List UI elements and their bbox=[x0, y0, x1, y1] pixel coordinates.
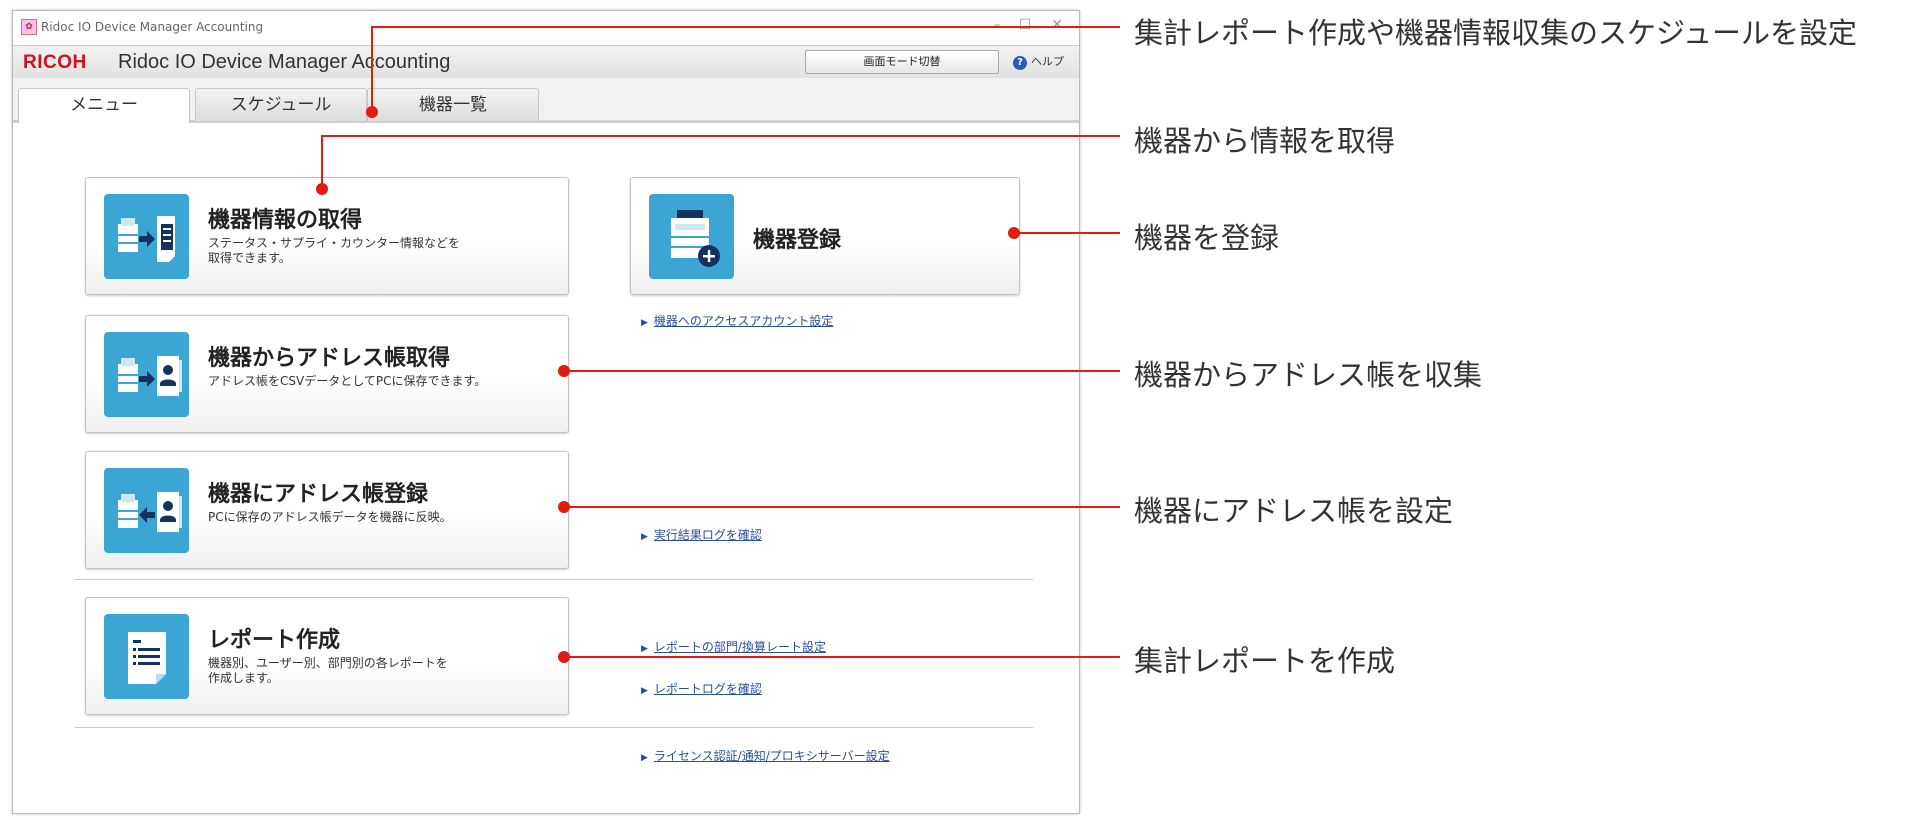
annotation-report: 集計レポートを作成 bbox=[1134, 644, 1396, 678]
mode-switch-button[interactable]: 画面モード切替 bbox=[805, 50, 999, 74]
addressbook-to-device-icon bbox=[104, 468, 189, 553]
report-log-link[interactable]: ▶ レポートログを確認 bbox=[641, 680, 762, 697]
device-to-sheet-icon bbox=[104, 194, 189, 279]
annotation-set-address: 機器にアドレス帳を設定 bbox=[1134, 494, 1454, 528]
card-description: PCに保存のアドレス帳データを機器に反映。 bbox=[208, 510, 452, 524]
annotation-register: 機器を登録 bbox=[1134, 221, 1280, 255]
card-title: 機器登録 bbox=[753, 228, 842, 253]
tab-device-list[interactable]: 機器一覧 bbox=[367, 88, 539, 121]
report-document-icon bbox=[104, 614, 189, 699]
callout-dot bbox=[366, 106, 378, 118]
annotation-get-address: 機器からアドレス帳を収集 bbox=[1134, 358, 1483, 392]
card-description: ステータス・サプライ・カウンター情報などを 取得できます。 bbox=[208, 236, 461, 265]
get-address-book-card[interactable]: 機器からアドレス帳取得 アドレス帳をCSVデータとしてPCに保存できます。 bbox=[85, 315, 569, 433]
callout-line bbox=[321, 135, 323, 189]
arrow-right-icon: ▶ bbox=[641, 753, 648, 763]
close-button[interactable]: ✕ bbox=[1051, 17, 1063, 33]
callout-line bbox=[1014, 232, 1120, 234]
tab-menu[interactable]: メニュー bbox=[18, 88, 190, 123]
window-title: Ridoc IO Device Manager Accounting bbox=[41, 20, 264, 34]
section-divider bbox=[75, 727, 1033, 728]
maximize-button[interactable]: ☐ bbox=[1018, 17, 1032, 33]
link-label: レポートログを確認 bbox=[653, 682, 762, 696]
help-icon: ? bbox=[1013, 56, 1027, 70]
arrow-right-icon: ▶ bbox=[641, 318, 648, 328]
help-link[interactable]: ? ヘルプ bbox=[1013, 53, 1064, 70]
callout-line bbox=[322, 135, 1120, 137]
annotation-schedule: 集計レポート作成や機器情報収集のスケジュールを設定 bbox=[1134, 16, 1857, 50]
card-description: 機器別、ユーザー別、部門別の各レポートを 作成します。 bbox=[208, 656, 448, 685]
callout-dot bbox=[558, 365, 570, 377]
callout-line bbox=[371, 26, 373, 112]
arrow-right-icon: ▶ bbox=[641, 644, 648, 654]
get-device-info-card[interactable]: 機器情報の取得 ステータス・サプライ・カウンター情報などを 取得できます。 bbox=[85, 177, 569, 295]
tab-bar: メニュー スケジュール 機器一覧 bbox=[13, 78, 1079, 123]
create-report-card[interactable]: レポート作成 機器別、ユーザー別、部門別の各レポートを 作成します。 bbox=[85, 597, 569, 715]
arrow-right-icon: ▶ bbox=[641, 532, 648, 542]
department-rate-link[interactable]: ▶ レポートの部門/換算レート設定 bbox=[641, 638, 826, 655]
link-label: 実行結果ログを確認 bbox=[653, 528, 762, 542]
card-title: 機器にアドレス帳登録 bbox=[208, 482, 429, 507]
card-title: 機器からアドレス帳取得 bbox=[208, 346, 451, 371]
device-add-icon bbox=[649, 194, 734, 279]
register-device-card[interactable]: 機器登録 bbox=[630, 177, 1020, 295]
execution-log-link[interactable]: ▶ 実行結果ログを確認 bbox=[641, 526, 762, 543]
section-divider bbox=[75, 579, 1033, 580]
callout-line bbox=[372, 26, 1120, 28]
link-label: レポートの部門/換算レート設定 bbox=[653, 640, 826, 654]
app-header: RICOH Ridoc IO Device Manager Accounting… bbox=[13, 45, 1079, 79]
license-proxy-link[interactable]: ▶ ライセンス認証/通知/プロキシサーバー設定 bbox=[641, 747, 890, 764]
annotation-get-info: 機器から情報を取得 bbox=[1134, 124, 1396, 158]
card-title: 機器情報の取得 bbox=[208, 208, 363, 233]
callout-dot bbox=[316, 183, 328, 195]
tab-schedule[interactable]: スケジュール bbox=[195, 88, 367, 121]
minimize-button[interactable]: – bbox=[993, 17, 1001, 33]
link-label: ライセンス認証/通知/プロキシサーバー設定 bbox=[653, 749, 890, 763]
callout-dot bbox=[558, 501, 570, 513]
access-account-link[interactable]: ▶ 機器へのアクセスアカウント設定 bbox=[641, 312, 833, 329]
callout-dot bbox=[1008, 227, 1020, 239]
callout-line bbox=[564, 656, 1120, 658]
device-to-addressbook-icon bbox=[104, 332, 189, 417]
callout-dot bbox=[558, 651, 570, 663]
help-label: ヘルプ bbox=[1031, 55, 1064, 68]
ricoh-logo: RICOH bbox=[23, 52, 87, 73]
arrow-right-icon: ▶ bbox=[641, 686, 648, 696]
app-window: ✿ Ridoc IO Device Manager Accounting – ☐… bbox=[12, 10, 1080, 814]
app-icon: ✿ bbox=[21, 19, 37, 35]
app-title: Ridoc IO Device Manager Accounting bbox=[118, 51, 451, 73]
link-label: 機器へのアクセスアカウント設定 bbox=[653, 314, 834, 328]
card-description: アドレス帳をCSVデータとしてPCに保存できます。 bbox=[208, 374, 487, 388]
card-title: レポート作成 bbox=[208, 628, 341, 653]
register-address-book-card[interactable]: 機器にアドレス帳登録 PCに保存のアドレス帳データを機器に反映。 bbox=[85, 451, 569, 569]
callout-line bbox=[564, 506, 1120, 508]
callout-line bbox=[564, 370, 1120, 372]
